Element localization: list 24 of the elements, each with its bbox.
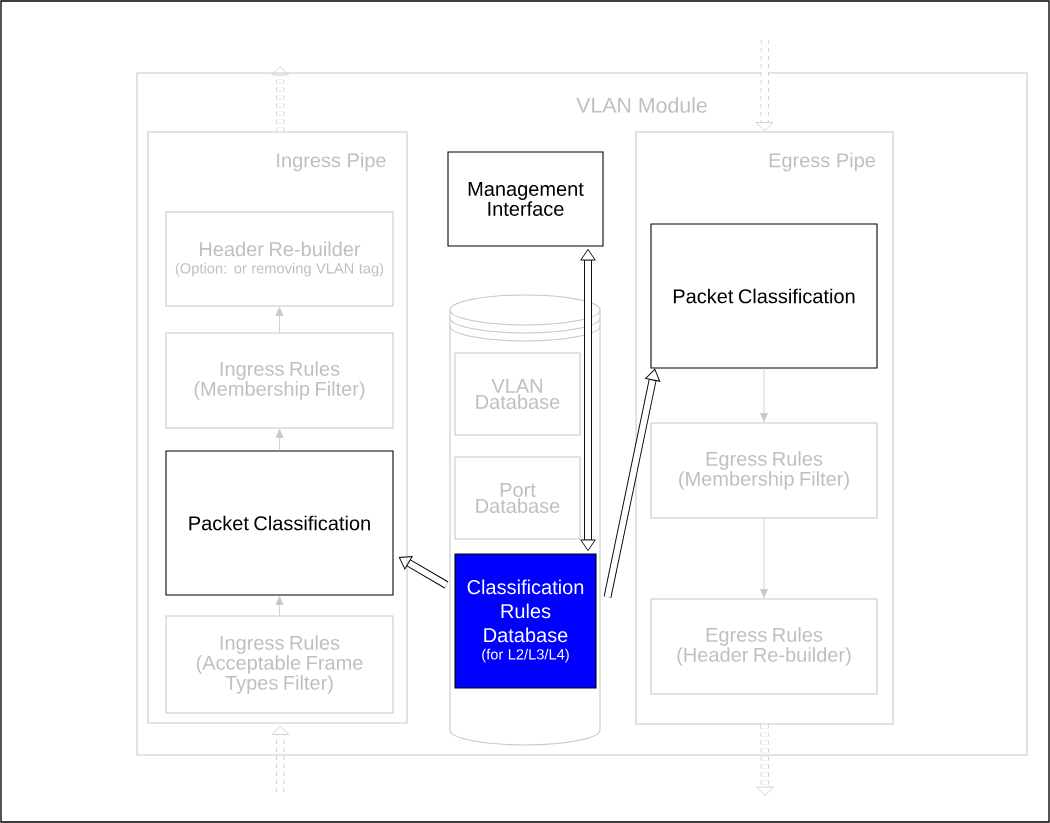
arrow (275, 596, 284, 616)
arrow (275, 307, 284, 333)
block-arrow (398, 556, 449, 589)
dashed-block-arrow (271, 725, 290, 793)
process-box: Ingress Rules (Membership Filter) (165, 332, 394, 429)
arrow (275, 429, 284, 451)
dashed-block-arrow (756, 724, 774, 796)
process-box: Header Re-builder (Option: or removing VLAN tag) (165, 211, 394, 307)
arrow (760, 518, 768, 598)
block-arrow (603, 368, 661, 598)
database-box: VLAN Database (454, 352, 581, 436)
dashed-block-arrow (271, 66, 289, 132)
process-box: Management Interface (447, 151, 604, 247)
block-arrow (580, 248, 596, 552)
dashed-block-arrow (755, 39, 774, 132)
process-box: Egress Rules (Membership Filter) (650, 422, 878, 519)
database-box: Port Database (454, 456, 581, 540)
process-box: Packet Classification (650, 223, 878, 369)
process-box: Packet Classification (165, 450, 394, 596)
process-box: Ingress Rules (Acceptable Frame Types Filter) (165, 615, 394, 714)
database-cylinder (449, 294, 601, 746)
database-box: Classification Rules Database (for L2/L3/L4) (454, 553, 597, 689)
process-box: Egress Rules (Header Re-builder) (650, 598, 878, 695)
arrow (760, 368, 768, 422)
